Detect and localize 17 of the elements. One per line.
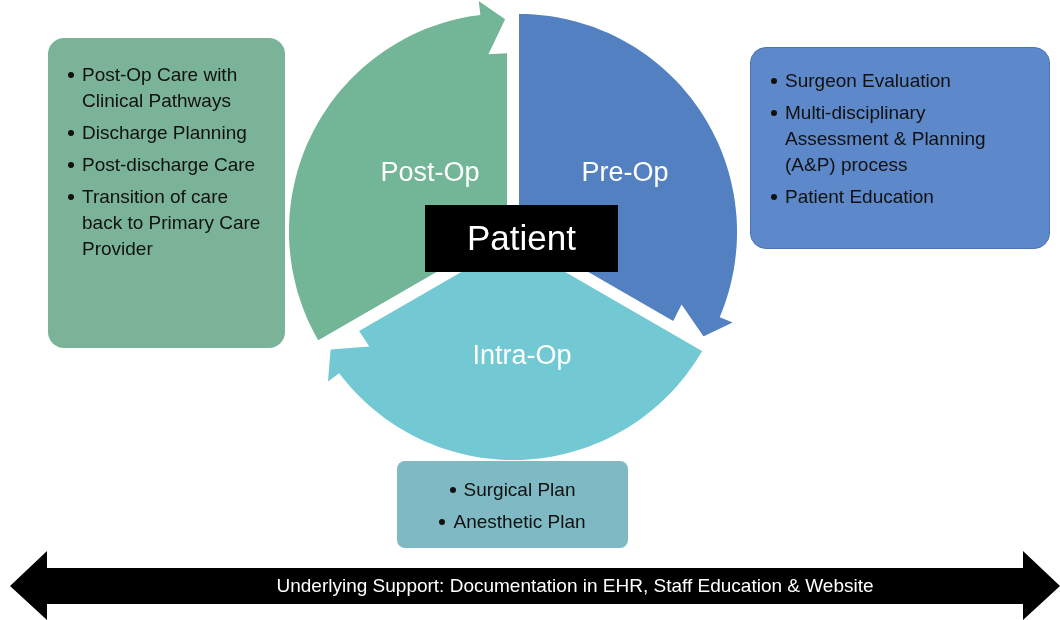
bullet-text: Post-Op Care with Clinical Pathways <box>82 63 239 113</box>
bullet-text: Multi-disciplinary Assessment & Planning (A&P) process <box>785 101 987 177</box>
bullet-text: Post-discharge Care <box>82 153 256 177</box>
segment-label: Intra-Op <box>472 338 572 372</box>
segment-label: Pre-Op <box>581 155 669 189</box>
bullet-card <box>750 47 1050 249</box>
bullet-text: Discharge Planning <box>82 121 247 145</box>
bullet-card <box>397 461 628 548</box>
bullet-text: Patient Education <box>785 185 934 209</box>
banner-text: Underlying Support: Documentation in EHR, Staff Education & Website <box>275 575 875 597</box>
bullet-text: Transition of care back to Primary Care Provider <box>82 185 262 261</box>
segment-label: Post-Op <box>380 155 480 189</box>
bullet-text: Surgeon Evaluation <box>785 69 951 93</box>
bullet-card <box>48 38 285 348</box>
bullet-text: Anesthetic Plan <box>453 510 586 534</box>
bullet-text: Surgical Plan <box>463 478 576 502</box>
center-box: Patient <box>425 205 618 272</box>
